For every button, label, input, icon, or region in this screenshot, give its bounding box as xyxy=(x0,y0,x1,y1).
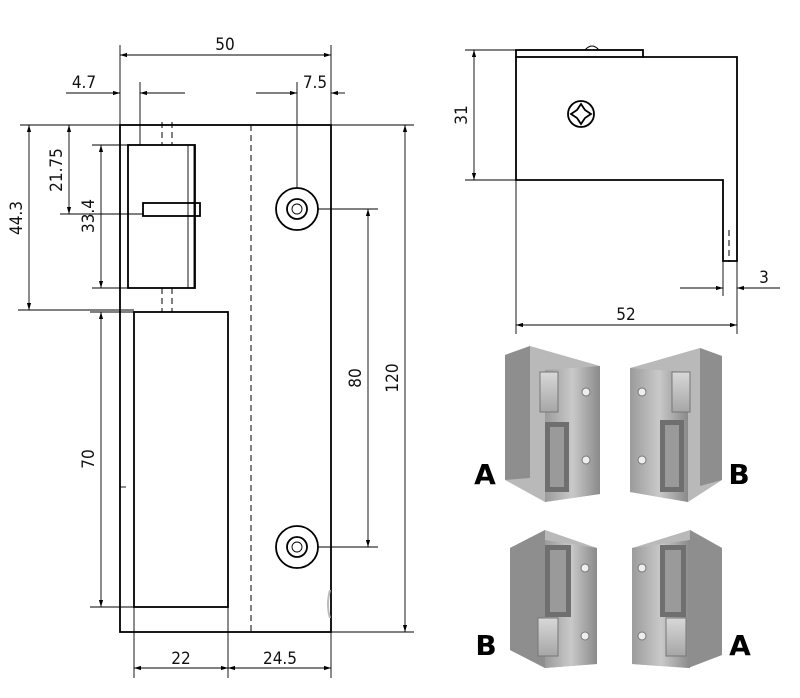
dim-4-7: 4.7 xyxy=(72,73,96,93)
latch-bolt xyxy=(142,202,201,217)
label-a-bottom: A xyxy=(729,629,751,662)
dim-24-5: 24.5 xyxy=(263,649,297,669)
dim-80: 80 xyxy=(346,368,366,387)
upper-screw-hole xyxy=(275,187,319,231)
dim-120: 120 xyxy=(383,363,403,392)
side-view xyxy=(515,45,738,262)
render-top-right xyxy=(630,348,722,502)
lower-pocket xyxy=(133,311,229,608)
lower-screw-hole xyxy=(275,525,319,569)
side-dimensions xyxy=(465,49,780,334)
render-bottom-left xyxy=(510,530,597,668)
dim-31: 31 xyxy=(452,105,472,124)
dim-44-3: 44.3 xyxy=(7,201,27,235)
dim-33-4: 33.4 xyxy=(79,199,99,233)
render-top-left xyxy=(505,346,600,502)
side-top-lip xyxy=(515,49,644,58)
dim-21-75: 21.75 xyxy=(47,148,67,192)
front-view xyxy=(119,122,332,633)
label-b-top: B xyxy=(728,458,749,491)
dim-7-5: 7.5 xyxy=(303,73,327,93)
dim-50: 50 xyxy=(215,35,234,55)
side-body-outline xyxy=(515,56,738,262)
label-a-top: A xyxy=(474,458,496,491)
side-screw-icon xyxy=(567,100,595,128)
label-b-bottom: B xyxy=(475,629,496,662)
front-dimensions xyxy=(18,45,414,678)
render-bottom-right xyxy=(632,530,722,668)
dim-70: 70 xyxy=(79,449,99,468)
dim-22: 22 xyxy=(171,649,190,669)
front-plate-outline xyxy=(119,124,332,633)
dim-3: 3 xyxy=(759,268,769,288)
dim-52: 52 xyxy=(616,305,635,325)
